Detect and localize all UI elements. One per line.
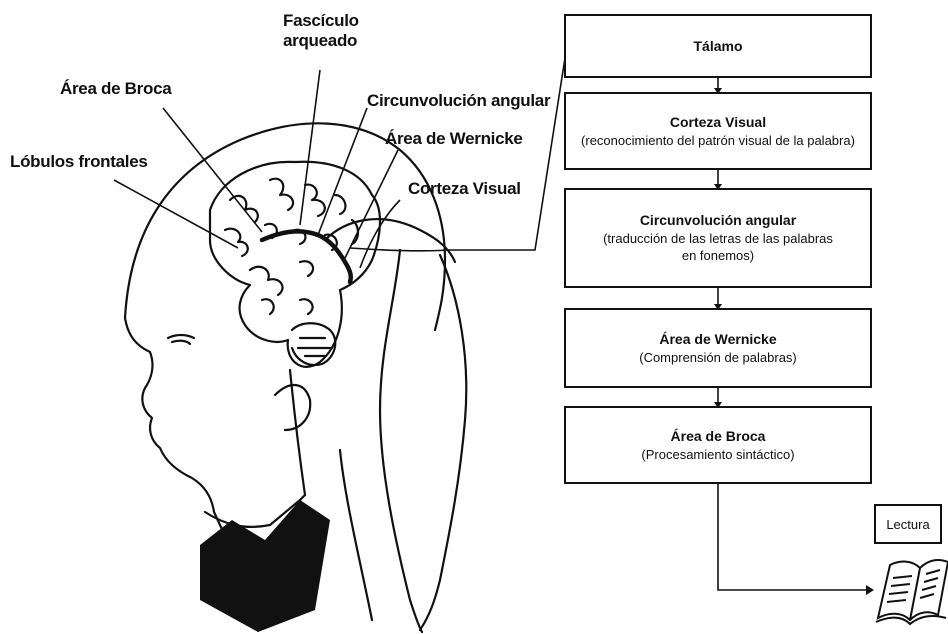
label-arqueado: arqueado bbox=[283, 32, 357, 51]
flow-title: Circunvolución angular bbox=[640, 211, 796, 230]
head-outline bbox=[125, 123, 445, 330]
label-wernicke: Área de Wernicke bbox=[385, 130, 523, 149]
face-profile bbox=[125, 318, 214, 512]
label-corteza: Corteza Visual bbox=[408, 180, 521, 199]
cerebellum bbox=[292, 323, 335, 365]
hair bbox=[420, 255, 466, 630]
lectura-box: Lectura bbox=[874, 504, 942, 544]
label-fasciculo: Fascículo bbox=[283, 12, 359, 31]
flow-box-broca: Área de Broca (Procesamiento sintáctico) bbox=[564, 406, 872, 484]
flow-title: Área de Broca bbox=[671, 427, 766, 446]
label-area-broca: Área de Broca bbox=[60, 80, 171, 99]
flow-desc: (Procesamiento sintáctico) bbox=[641, 446, 794, 464]
flow-desc: (reconocimiento del patrón visual de la … bbox=[581, 132, 855, 150]
flow-desc: (Comprensión de palabras) bbox=[639, 349, 797, 367]
flow-box-circunvolucion: Circunvolución angular (traducción de la… bbox=[564, 188, 872, 288]
label-circunvolucion: Circunvolución angular bbox=[367, 92, 550, 111]
brain bbox=[210, 162, 380, 367]
eye-icon bbox=[168, 335, 194, 344]
flow-title: Área de Wernicke bbox=[659, 330, 776, 349]
flow-box-wernicke: Área de Wernicke (Comprensión de palabra… bbox=[564, 308, 872, 388]
label-lobulos: Lóbulos frontales bbox=[10, 153, 148, 172]
flow-desc: (traducción de las letras de las palabra… bbox=[603, 230, 833, 248]
flow-box-corteza-visual: Corteza Visual (reconocimiento del patró… bbox=[564, 92, 872, 170]
flow-title: Corteza Visual bbox=[670, 113, 766, 132]
flow-title: Tálamo bbox=[693, 37, 742, 56]
flow-desc: en fonemos) bbox=[682, 247, 754, 265]
open-book-icon bbox=[876, 560, 948, 624]
flow-box-talamo: Tálamo bbox=[564, 14, 872, 78]
arcuate-fasciculus bbox=[262, 231, 351, 282]
